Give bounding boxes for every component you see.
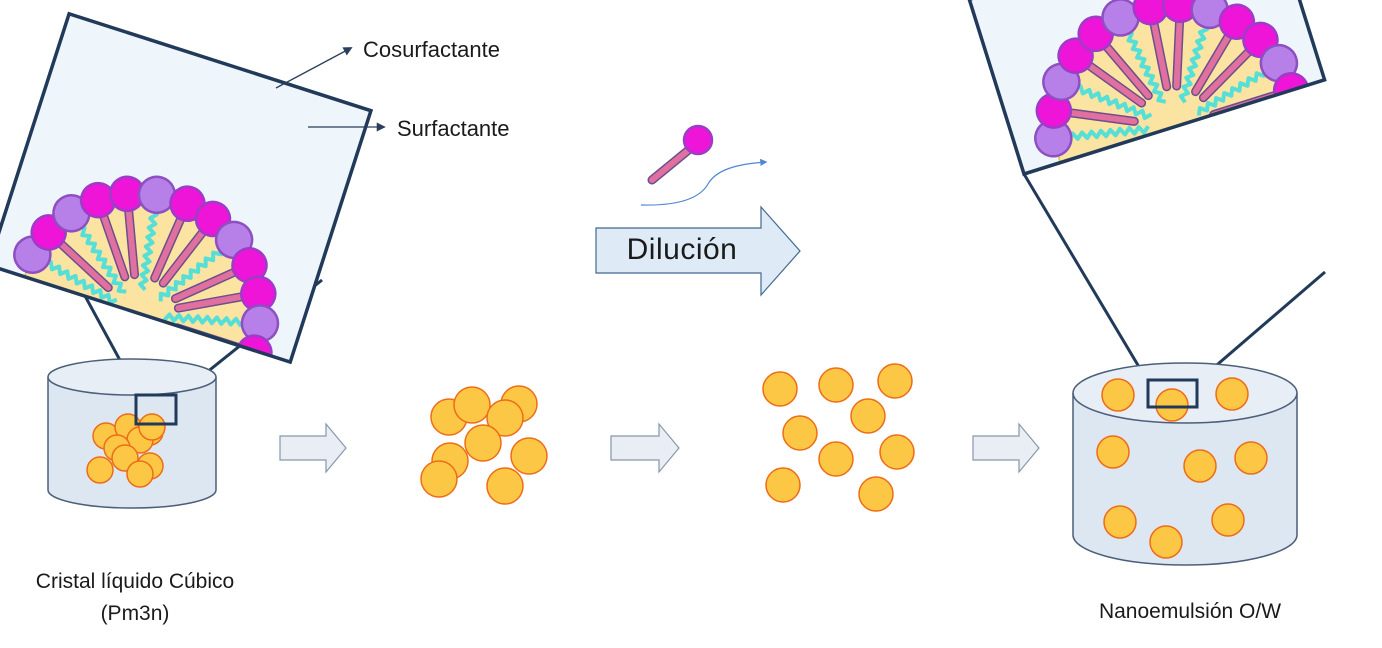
cosurfactant-tail [1178,18,1211,104]
oil-droplet [850,398,886,434]
surfactant-tail [98,206,128,280]
oil-droplet [1103,505,1137,539]
oil-droplet [782,415,818,451]
oil-droplet [1155,388,1189,422]
oil-droplet [858,476,894,512]
cosurfactant-tail [1122,24,1167,104]
cosurfactant-tail [158,244,229,302]
dispersed-droplets [762,363,915,512]
oil-droplet [1096,435,1130,469]
surfactante-label: Surfactante [397,116,510,141]
oil-droplet [1234,441,1268,475]
surfactant-tail [125,200,138,278]
right-zoom-selection-box [1146,378,1199,409]
right-container [1072,362,1298,566]
surfactant-tail [172,266,244,302]
surfactant-head [231,247,268,284]
label-pointers [275,47,386,132]
process-arrow-2 [610,422,680,474]
surfactant-tail [1060,108,1138,125]
cosurfactant-head [222,360,262,363]
oil-droplet [86,456,114,484]
cosurfactant-tail [1061,125,1150,142]
surfactant-tail [1192,27,1235,95]
oil-droplet [126,460,154,488]
oil-droplet [486,399,524,437]
oil-droplet [453,386,491,424]
oil-droplet [1149,525,1183,559]
cosurfactante-label: Cosurfactante [363,37,500,62]
cosurfactant-tail [138,203,160,292]
surfactant-tail [160,223,210,287]
right-caption: Nanoemulsión O/W [1098,600,1282,623]
oil-droplet [464,424,502,462]
dilucion-arrow [595,205,801,297]
oil-droplet [420,460,458,498]
cosurfactant-tail [162,312,252,328]
free-surfactant-molecule [647,124,714,185]
left-zoom-selection-box [134,393,178,426]
oil-droplet [879,434,915,470]
oil-droplet [486,467,524,505]
surfactant-tail [1173,11,1183,89]
right-zoom-panel [967,0,1327,177]
cosurfactant-tail [75,219,127,294]
surfactant-tail [1099,38,1152,99]
oil-droplet [818,367,854,403]
surfactant-tail [1149,13,1170,90]
oil-droplet [877,363,913,399]
left-caption-line2: (Pm3n) [100,602,170,625]
oil-droplet [1211,503,1245,537]
oil-droplet [765,467,801,503]
cosurfactant-tail [40,256,118,305]
dilucion-label: Dilución [626,233,738,266]
oil-droplet [1183,449,1217,483]
left-zoom-panel [0,11,374,365]
oil-droplet [1101,378,1135,412]
cosurfactant-tail [1196,66,1273,116]
surfactant-tail [1200,44,1257,101]
oil-droplet [1215,377,1249,411]
oil-droplet [138,413,166,441]
cosurfactant-head [1190,0,1229,30]
left-caption-line1: Cristal líquido Cúbico [35,570,235,593]
surfactant-tail [53,236,112,291]
diffusion-arrow [640,158,768,206]
left-caption: Cristal líquido Cúbico (Pm3n) [0,566,270,630]
surfactant-head [1162,0,1199,24]
oil-droplet [510,437,548,475]
surfactant-tail [1080,58,1145,107]
left-micelle [13,175,280,363]
surfactant-tail [151,209,187,282]
oil-droplet [762,371,798,407]
process-arrow-1 [279,422,347,474]
process-arrow-3 [972,422,1040,474]
cosurfactant-tail [1069,82,1153,121]
aggregating-droplets [420,385,548,505]
left-droplet-cluster [86,413,166,488]
oil-droplet [818,441,854,477]
nanoemulsion-droplets [1096,377,1268,559]
right-zoom-connectors [1022,173,1326,384]
left-container [47,358,217,509]
surfactant-tail [175,292,252,312]
